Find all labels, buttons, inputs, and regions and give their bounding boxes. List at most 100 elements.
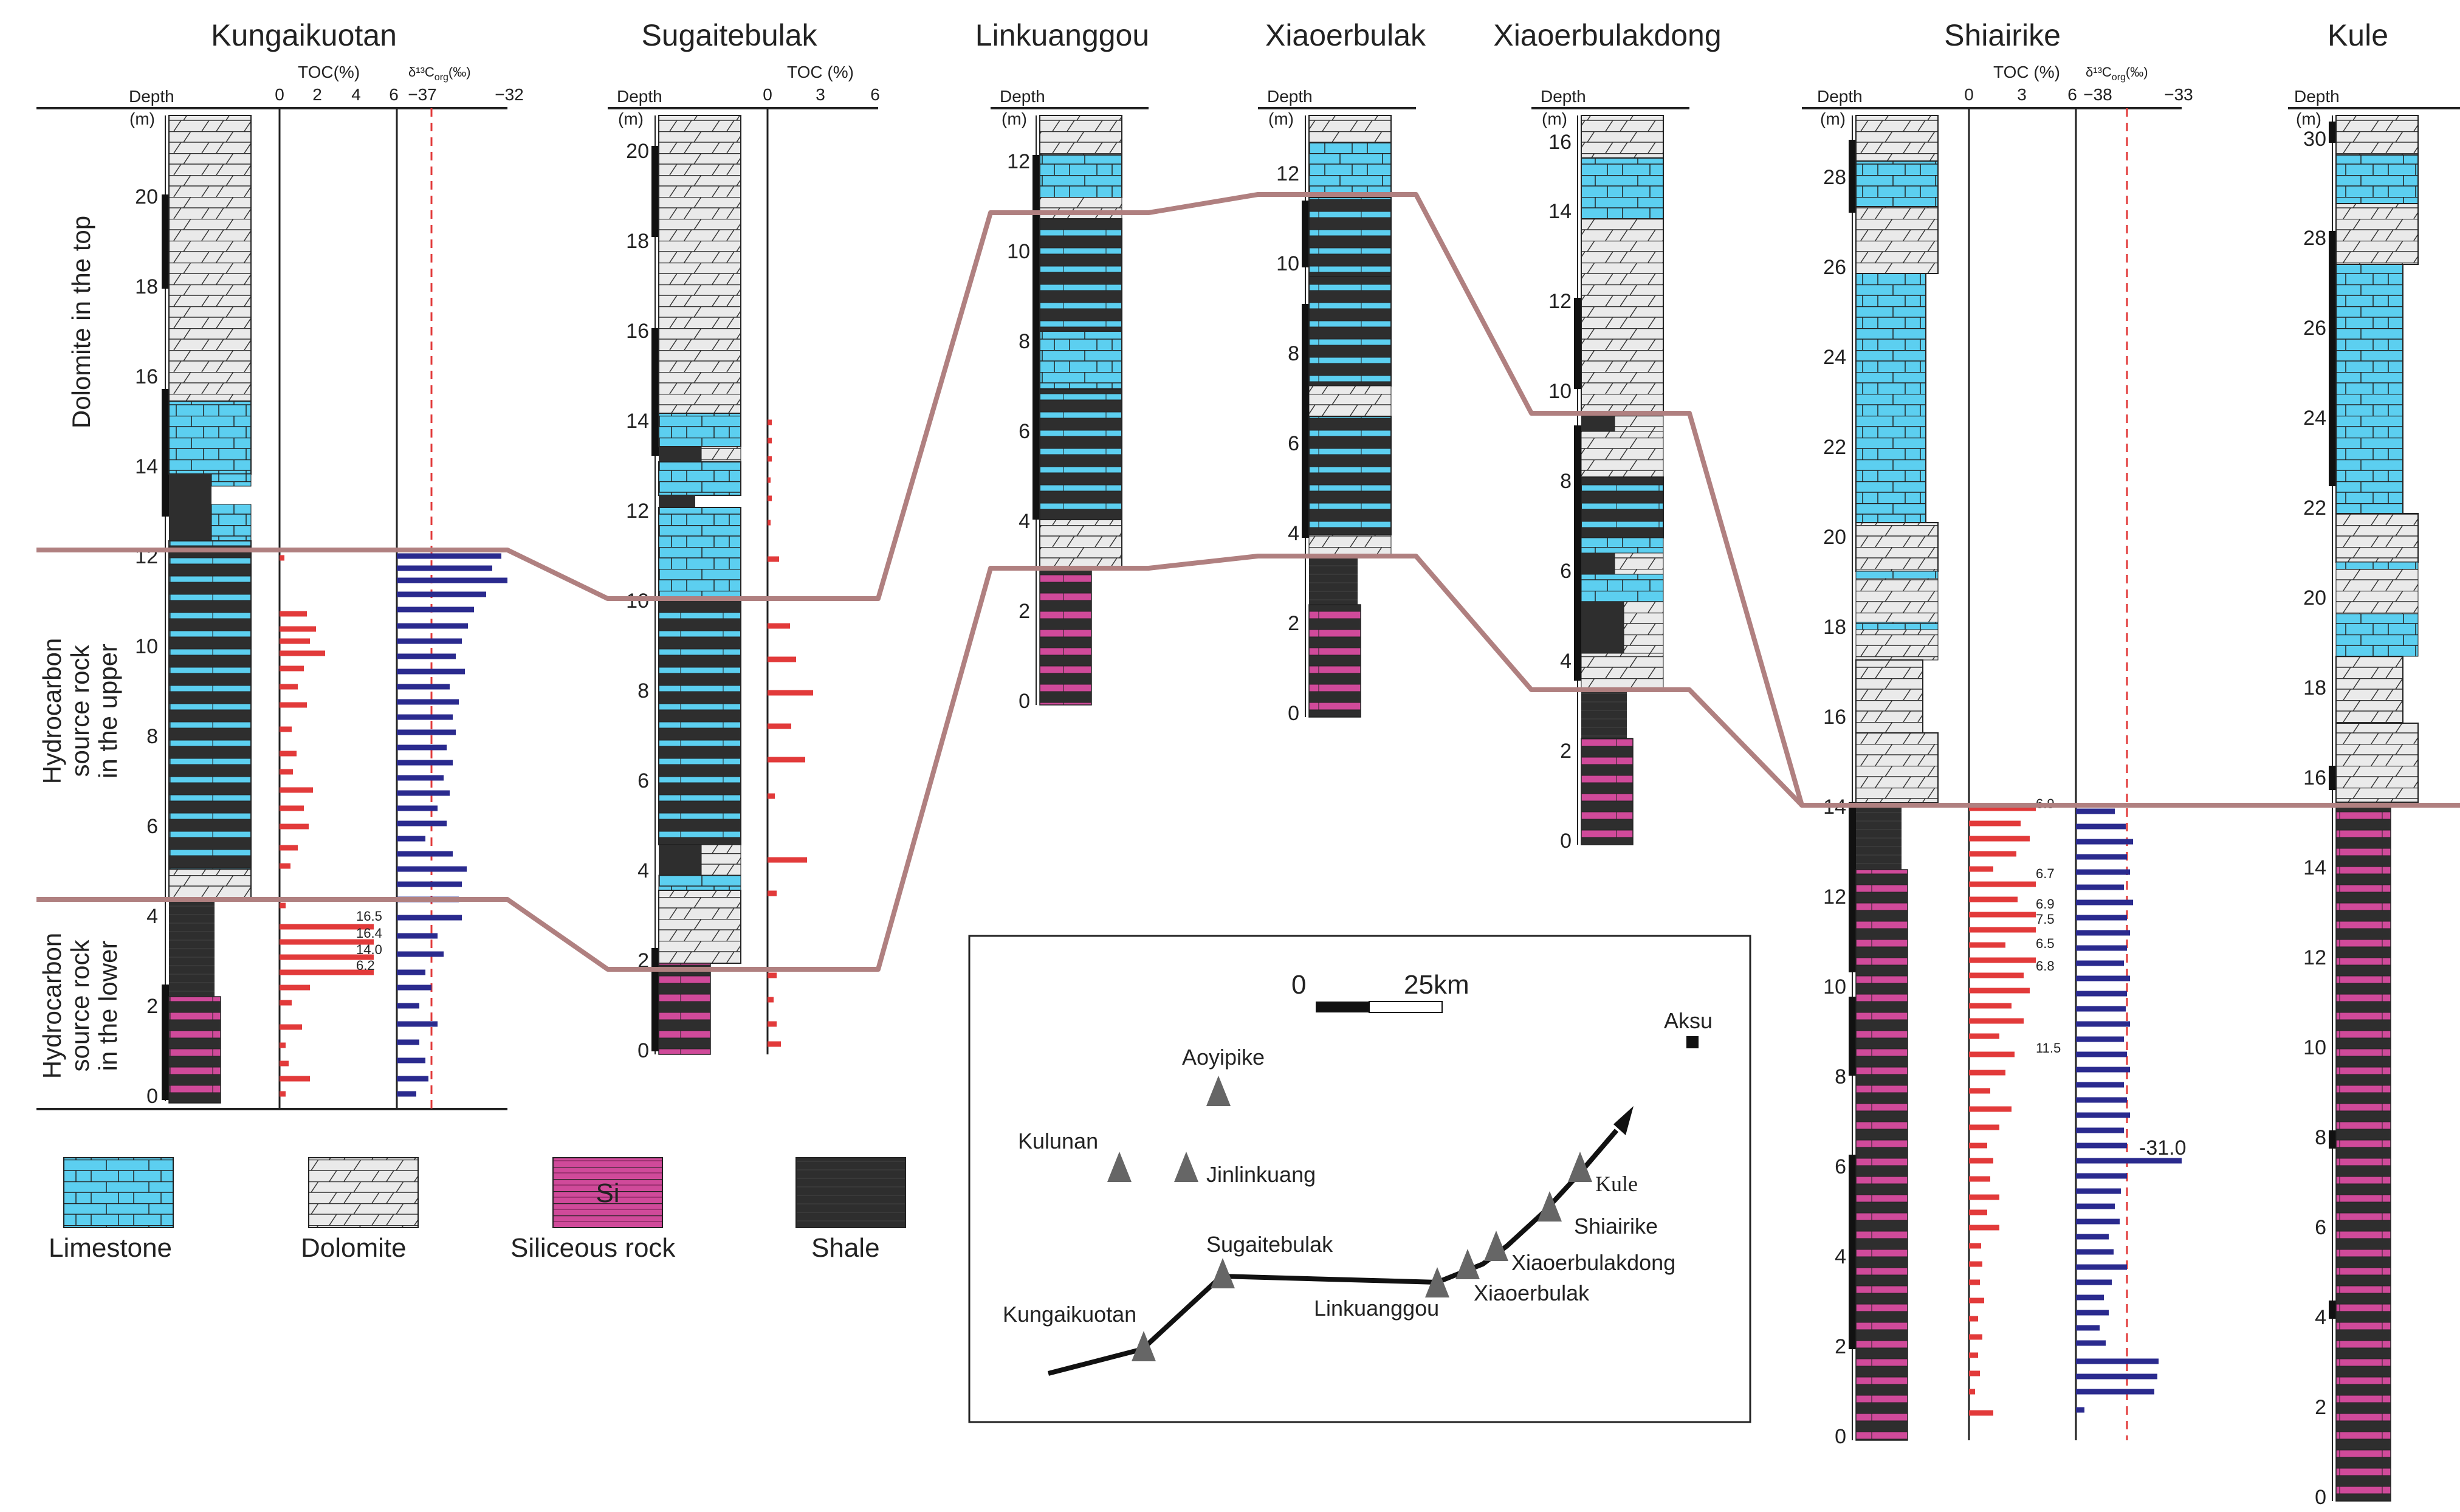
legend: Limestone Dolomite Si Siliceous rock Sha… bbox=[49, 1157, 906, 1263]
legend-label-siliceous-rock: Siliceous rock bbox=[510, 1233, 676, 1263]
toc-value-label: 6.8 bbox=[2036, 958, 2055, 974]
section-shiairike: Depth (m) TOC (%) 0 3 6 δ¹³Corg(‰) −38 −… bbox=[1802, 63, 2193, 1448]
section-xiaoerbulak: Depth (m) 0 2 4 6 8 10 12 bbox=[1258, 87, 1416, 725]
tick: 4 bbox=[1288, 522, 1299, 545]
side-label-upper-1: Hydrocarbon bbox=[38, 638, 66, 784]
section-title-xiaoerbulakdong: Xiaoerbulakdong bbox=[1493, 18, 1721, 52]
tick: 4 bbox=[2315, 1306, 2326, 1329]
tick: 8 bbox=[146, 725, 158, 748]
carbon-header: δ¹³Corg(‰) bbox=[408, 64, 471, 83]
marker-xiaoerbulakdong bbox=[1484, 1231, 1508, 1261]
tick: 16 bbox=[135, 365, 158, 388]
tick: 26 bbox=[1823, 256, 1846, 279]
tick: 8 bbox=[1288, 342, 1299, 365]
route-arrow-shaft bbox=[1578, 1129, 1619, 1175]
tick: 14 bbox=[626, 410, 649, 433]
tick: 2 bbox=[1560, 740, 1572, 763]
section-kule: Depth (m) 0 2 4 6 8 10 12 14 16 18 20 22… bbox=[2288, 87, 2460, 1509]
legend-si-mark: Si bbox=[596, 1178, 619, 1208]
depth-unit: (m) bbox=[1002, 109, 1027, 128]
section-kungaikuotan: Depth (m) TOC(%) 0 2 4 6 δ¹³Corg(‰) −37 … bbox=[36, 63, 524, 1110]
tick: 16 bbox=[1823, 706, 1846, 729]
toc-header: TOC(%) bbox=[298, 63, 360, 81]
depth-unit: (m) bbox=[1542, 109, 1567, 128]
aksu-city-marker bbox=[1686, 1036, 1699, 1048]
depth-ticks-kule: 0 2 4 6 8 10 12 14 16 18 20 22 24 26 28 … bbox=[2303, 128, 2326, 1509]
tick: 4 bbox=[1835, 1245, 1846, 1268]
tick: 8 bbox=[1835, 1065, 1846, 1088]
toc-value-label: 16.5 bbox=[356, 909, 382, 924]
tick: 16 bbox=[2303, 766, 2326, 789]
legend-label-limestone: Limestone bbox=[49, 1233, 172, 1263]
depth-label: Depth bbox=[1267, 87, 1313, 106]
shiairike-toc-bars bbox=[1969, 805, 2036, 1416]
marker-kungaikuotan bbox=[1132, 1331, 1156, 1361]
depth-unit: (m) bbox=[1820, 109, 1846, 128]
tick: 6 bbox=[1835, 1155, 1846, 1178]
tick: 0 bbox=[1560, 830, 1572, 853]
marker-xiaoerbulak bbox=[1455, 1249, 1480, 1279]
toc-tick-6: 6 bbox=[870, 85, 880, 104]
map-label-kungaikuotan: Kungaikuotan bbox=[1003, 1302, 1136, 1327]
kungaikuotan-carbon-bars bbox=[397, 553, 507, 1097]
depth-unit: (m) bbox=[129, 109, 155, 128]
section-title-kule: Kule bbox=[2328, 18, 2388, 52]
carbon-tick-min: −37 bbox=[408, 85, 437, 104]
toc-tick-4: 4 bbox=[351, 85, 361, 104]
tick: 4 bbox=[1560, 650, 1572, 673]
section-title-shiairike: Shiairike bbox=[1944, 18, 2061, 52]
depth-ticks-xiaoerbulakdong: 0 2 4 6 8 10 12 14 16 bbox=[1548, 131, 1572, 853]
tick: 2 bbox=[1835, 1335, 1846, 1358]
tick: 30 bbox=[2303, 128, 2326, 151]
map-label-xiaoerbulakdong: Xiaoerbulakdong bbox=[1511, 1250, 1675, 1275]
tick: 8 bbox=[637, 679, 649, 703]
scale-bar: 0 25km bbox=[1291, 970, 1469, 1013]
map-label-kule: Kule bbox=[1595, 1172, 1638, 1196]
depth-unit: (m) bbox=[2296, 109, 2321, 128]
tick: 24 bbox=[2303, 407, 2326, 430]
route-arrow-head bbox=[1613, 1106, 1634, 1135]
tick: 0 bbox=[1288, 702, 1299, 725]
toc-header: TOC (%) bbox=[787, 63, 854, 81]
tick: 10 bbox=[135, 635, 158, 658]
tick: 6 bbox=[2315, 1216, 2326, 1239]
tick: 2 bbox=[2315, 1396, 2326, 1419]
section-xiaoerbulakdong: Depth (m) 0 2 4 6 8 10 12 14 16 bbox=[1531, 87, 1689, 853]
tick: 18 bbox=[626, 230, 649, 253]
tick: 18 bbox=[2303, 676, 2326, 699]
map-label-linkuanggou: Linkuanggou bbox=[1314, 1296, 1439, 1321]
map-label-aksu: Aksu bbox=[1664, 1008, 1713, 1033]
section-linkuanggou: Depth (m) 0 2 4 6 8 10 12 bbox=[991, 87, 1149, 713]
section-sugaitebulak: Depth (m) TOC (%) 0 3 6 0 2 4 6 8 10 12 … bbox=[608, 63, 880, 1062]
depth-label: Depth bbox=[1000, 87, 1045, 106]
tick: 16 bbox=[1548, 131, 1572, 154]
tick: 10 bbox=[1007, 240, 1030, 263]
toc-tick-3: 3 bbox=[816, 85, 825, 104]
toc-value-label: 6.9 bbox=[2036, 896, 2055, 912]
correlation-lines bbox=[36, 192, 2460, 972]
depth-label: Depth bbox=[129, 87, 174, 106]
tick: 2 bbox=[637, 949, 649, 972]
scale-distance-label: 25km bbox=[1404, 970, 1469, 1000]
side-label-top: Dolomite in the top bbox=[67, 216, 95, 428]
tick: 6 bbox=[637, 769, 649, 792]
tick: 28 bbox=[1823, 166, 1846, 189]
tick: 18 bbox=[135, 275, 158, 298]
depth-ticks-sugaitebulak: 0 2 4 6 8 10 12 14 16 18 20 bbox=[626, 140, 649, 1062]
depth-unit: (m) bbox=[618, 109, 644, 128]
toc-tick-6: 6 bbox=[389, 85, 399, 104]
tick: 28 bbox=[2303, 227, 2326, 250]
section-title-linkuanggou: Linkuanggou bbox=[975, 18, 1149, 52]
map-label-shiairike: Shiairike bbox=[1574, 1214, 1658, 1239]
tick: 6 bbox=[1019, 420, 1030, 443]
tick: 12 bbox=[1276, 162, 1299, 185]
tick: 0 bbox=[1019, 690, 1030, 713]
toc-tick-0: 0 bbox=[1964, 85, 1974, 104]
tick: 12 bbox=[1823, 885, 1846, 909]
section-markers bbox=[1107, 1076, 1592, 1361]
toc-tick-2: 2 bbox=[312, 85, 322, 104]
legend-item-limestone: Limestone bbox=[49, 1157, 174, 1263]
tick: 14 bbox=[1548, 200, 1572, 223]
toc-value-label: 6.7 bbox=[2036, 866, 2055, 881]
tick: 4 bbox=[146, 905, 158, 928]
